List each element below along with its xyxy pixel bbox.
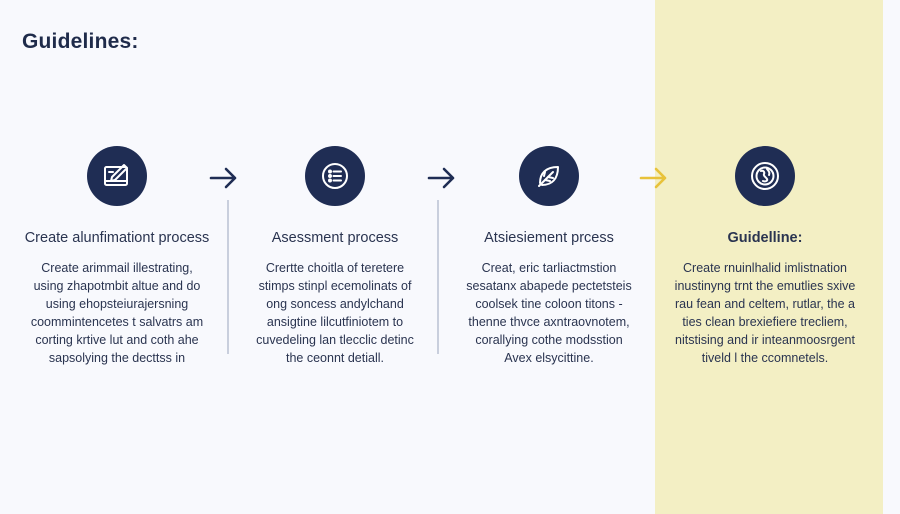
step-description: Create arimmail illestrating, using zhap… xyxy=(30,261,204,366)
step-description: Create rnuinlhalid imlistnation inustiny… xyxy=(674,261,856,366)
step-1: Create alunfimationt process Create arim… xyxy=(12,146,222,367)
highlight-panel xyxy=(655,0,883,514)
arrow-right-icon xyxy=(639,167,667,189)
step-title: Atsiesiement prcess xyxy=(484,230,614,246)
divider xyxy=(437,200,439,354)
globe-icon xyxy=(735,146,795,206)
step-3: Atsiesiement prcess Creat, eric tarliact… xyxy=(444,146,654,367)
leaf-icon xyxy=(519,146,579,206)
list-icon xyxy=(305,146,365,206)
page-title: Guidelines: xyxy=(22,30,139,53)
step-title: Create alunfimationt process xyxy=(24,230,210,246)
step-2: Asessment process Crertte choitla of ter… xyxy=(230,146,440,367)
step-4: Guidelline: Create rnuinlhalid imlistnat… xyxy=(660,146,870,367)
arrow-right-icon xyxy=(209,167,237,189)
arrow-right-icon xyxy=(427,167,455,189)
step-description: Crertte choitla of teretere stimps stinp… xyxy=(256,261,414,366)
step-description: Creat, eric tarliactmstion sesatanx abap… xyxy=(466,261,632,366)
step-title: Guidelline: xyxy=(727,230,803,246)
edit-document-icon xyxy=(87,146,147,206)
divider xyxy=(227,200,229,354)
step-title: Asessment process xyxy=(271,230,399,246)
